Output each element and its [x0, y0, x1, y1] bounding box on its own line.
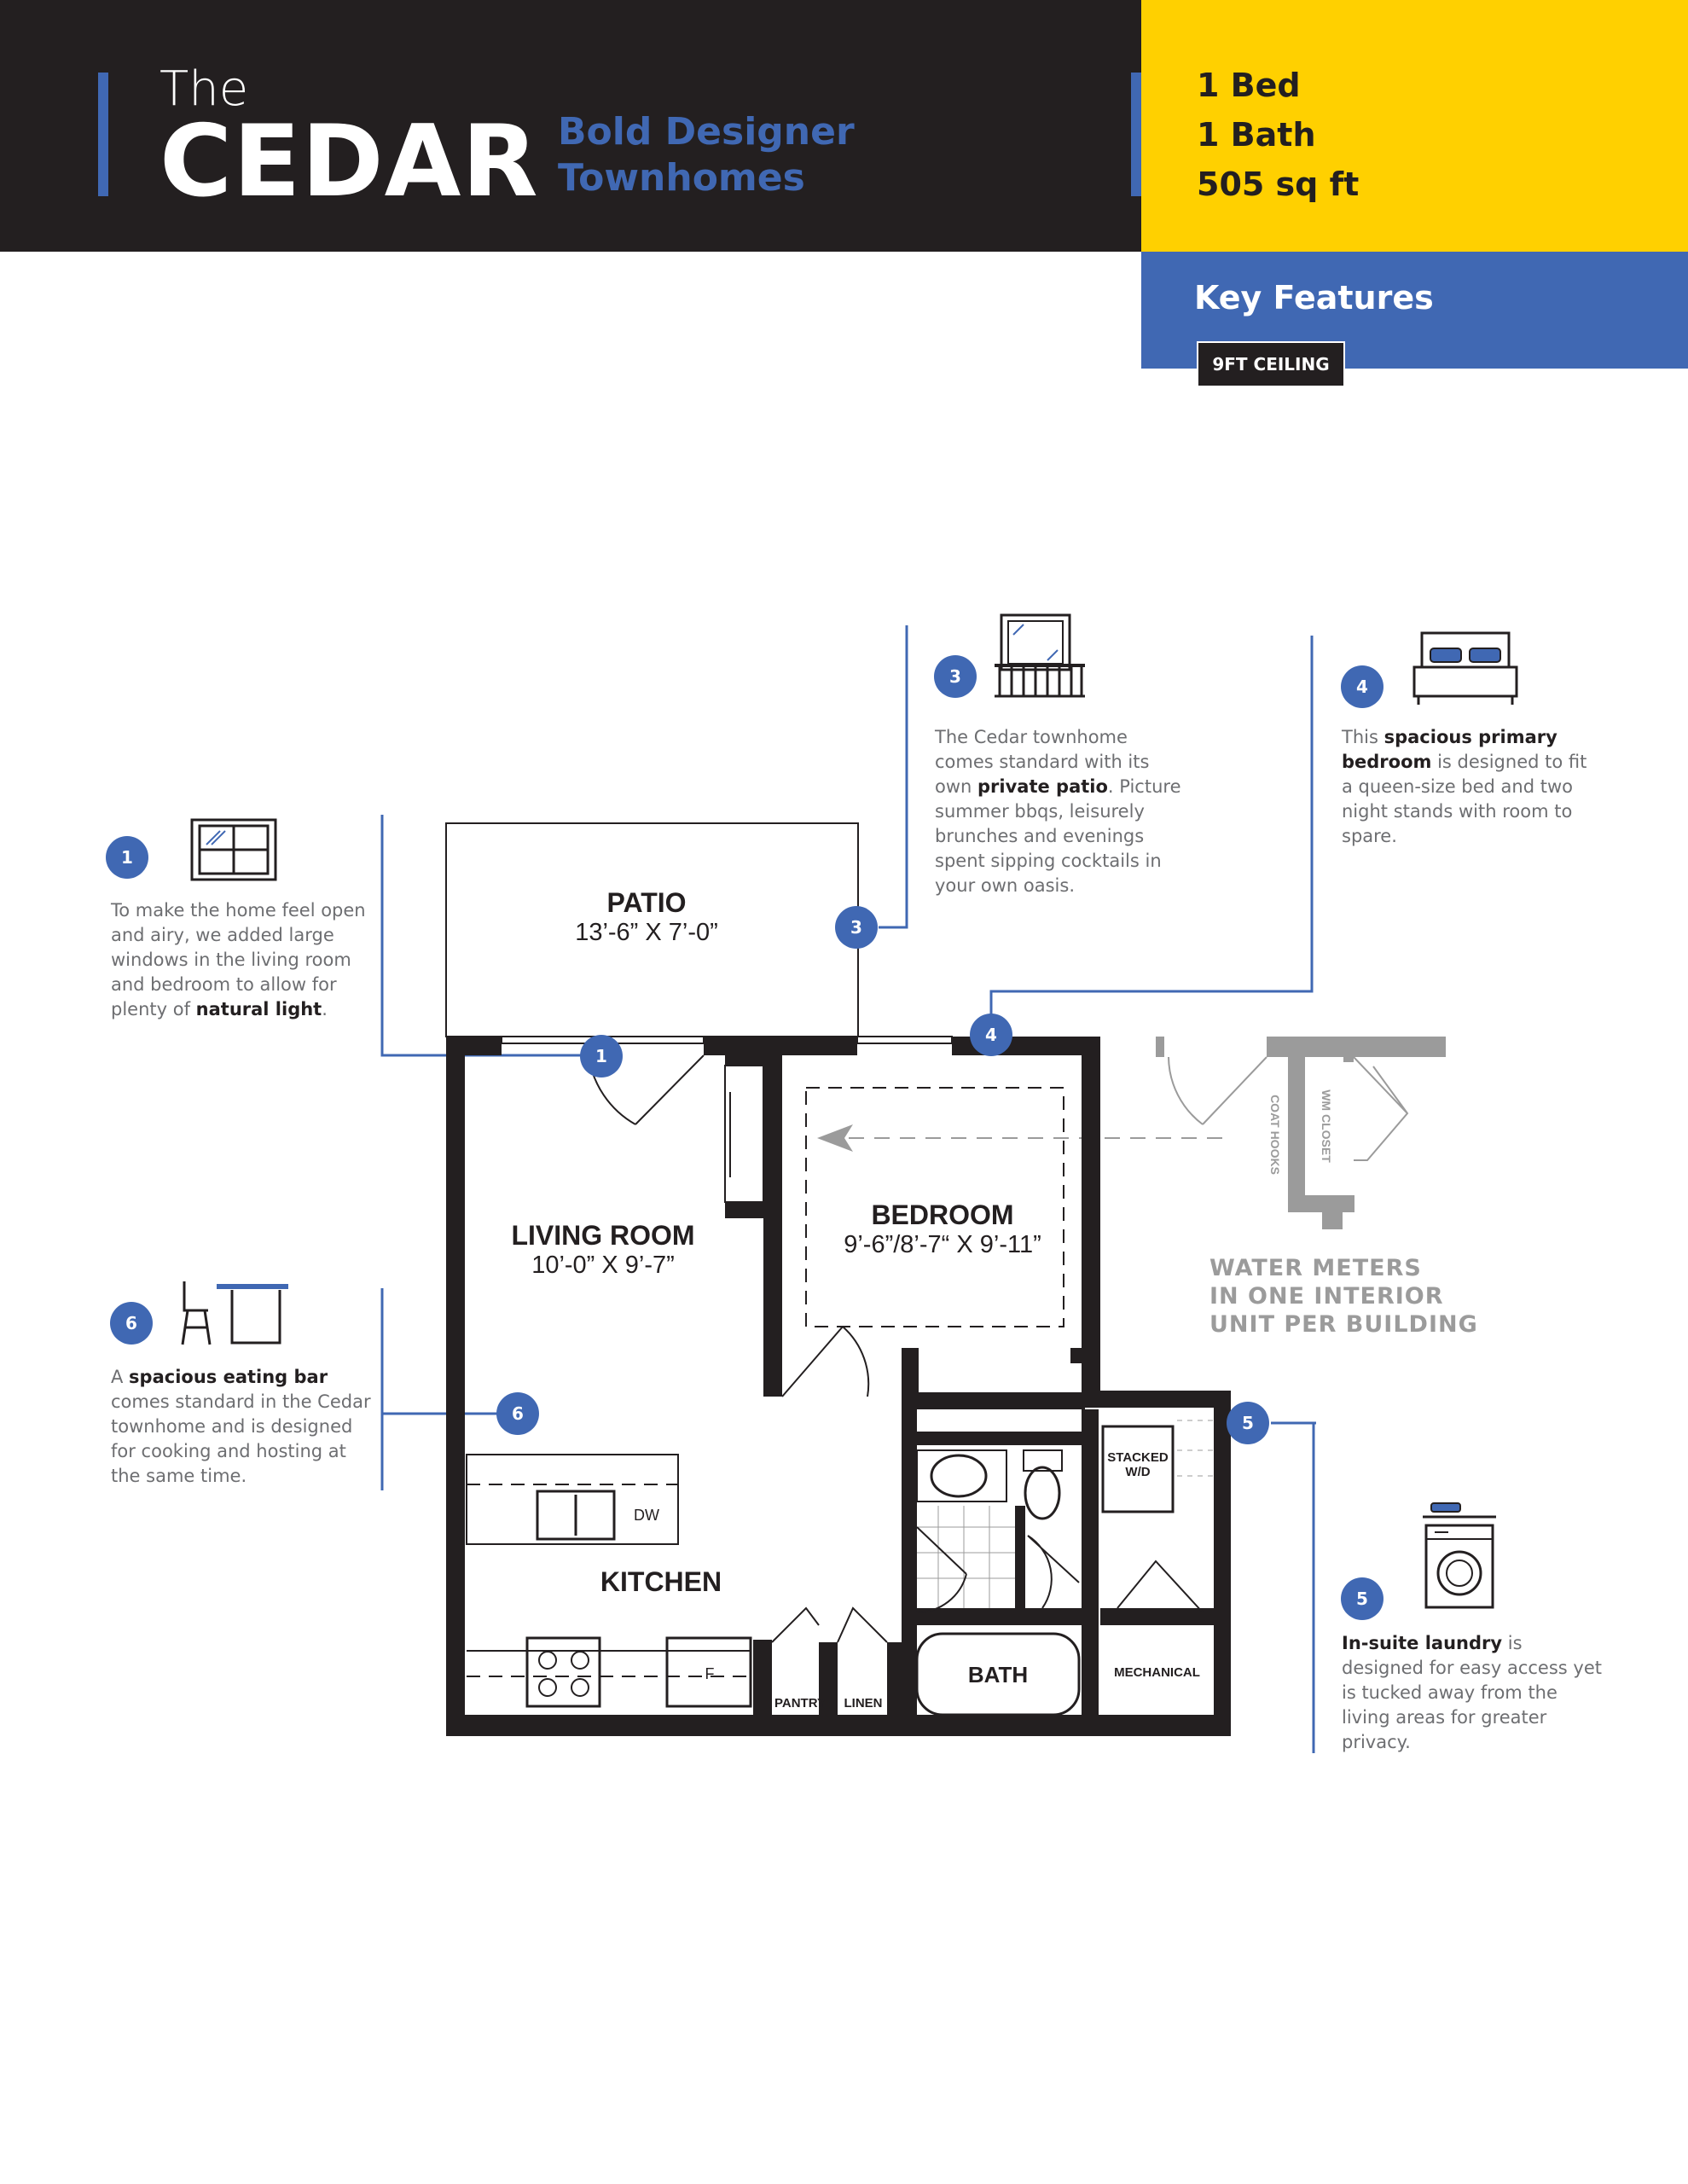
header-accent-bar: [98, 73, 108, 196]
room-bath: BATH: [967, 1662, 1029, 1687]
eating-bar-icon: [179, 1280, 290, 1350]
room-living-dim: 10’-0” X 9’-7”: [531, 1252, 675, 1279]
callout-text-6: A spacious eating bar comes standard in …: [111, 1367, 371, 1486]
balcony-icon: [993, 613, 1087, 703]
linen-label: LINEN: [844, 1696, 883, 1711]
callout-badge-1: 1: [106, 836, 148, 879]
key-features-title: Key Features: [1194, 279, 1434, 317]
room-patio-name: PATIO: [606, 887, 687, 918]
header-dark-panel: [0, 0, 1141, 252]
callout-badge-3: 3: [934, 655, 977, 698]
title-prefix: The: [160, 61, 249, 117]
water-note-line-1: WATER METERS: [1209, 1255, 1422, 1281]
water-note-line-2: IN ONE INTERIOR: [1209, 1283, 1444, 1310]
specs-panel: [1141, 0, 1688, 252]
callout-text-3: The Cedar townhome comes standard with i…: [935, 727, 1181, 896]
stacked-wd-line-2: W/D: [1125, 1465, 1151, 1479]
stacked-wd-label: STACKED W/D: [1103, 1450, 1173, 1479]
water-meters-note: WATER METERS IN ONE INTERIOR UNIT PER BU…: [1209, 1254, 1478, 1339]
tagline-line-2: Townhomes: [558, 156, 805, 200]
plan-marker-1: 1: [580, 1035, 623, 1077]
room-kitchen: KITCHEN: [600, 1566, 722, 1597]
plan-marker-4: 4: [970, 1014, 1012, 1056]
room-living-name: LIVING ROOM: [511, 1220, 695, 1251]
dishwasher-label: DW: [634, 1507, 659, 1524]
coat-hooks-label: COAT HOOKS: [1268, 1095, 1282, 1175]
specs-accent-bar: [1131, 73, 1141, 196]
pantry-label: PANTRY: [774, 1696, 826, 1711]
washer-icon: [1423, 1502, 1496, 1614]
callout-badge-6: 6: [110, 1302, 153, 1345]
room-bedroom: BEDROOM 9’-6”/8’-7“ X 9’-11”: [806, 1199, 1079, 1259]
stacked-wd-line-1: STACKED: [1107, 1450, 1169, 1465]
callout-text-1: To make the home feel open and airy, we …: [111, 900, 366, 1019]
callout-text-5: In-suite laundry is designed for easy ac…: [1342, 1633, 1602, 1752]
plan-marker-3: 3: [835, 906, 878, 949]
tagline: Bold Designer Townhomes: [558, 109, 899, 201]
fridge-label: F: [705, 1665, 715, 1682]
callout-badge-5: 5: [1341, 1577, 1383, 1620]
room-living: LIVING ROOM 10’-0” X 9’-7”: [484, 1220, 722, 1280]
room-bedroom-name: BEDROOM: [871, 1199, 1014, 1230]
room-bedroom-dim: 9’-6”/8’-7“ X 9’-11”: [844, 1231, 1041, 1258]
plan-marker-5: 5: [1227, 1402, 1269, 1444]
page-title: CEDAR: [160, 104, 539, 219]
water-note-line-3: UNIT PER BUILDING: [1209, 1311, 1478, 1338]
window-icon: [189, 817, 278, 886]
spec-area: 505 sq ft: [1197, 166, 1360, 203]
spec-baths: 1 Bath: [1197, 116, 1316, 154]
callout-badge-4: 4: [1341, 665, 1383, 708]
spec-beds: 1 Bed: [1197, 67, 1301, 104]
room-patio: PATIO 13’-6” X 7’-0”: [527, 887, 766, 947]
feature-badge: 9FT CEILING: [1197, 341, 1345, 387]
room-patio-dim: 13’-6” X 7’-0”: [575, 919, 718, 946]
tagline-line-1: Bold Designer: [558, 110, 855, 154]
wm-closet-label: WM CLOSET: [1320, 1089, 1333, 1163]
plan-marker-6: 6: [496, 1392, 539, 1435]
callout-text-4: This spacious primary bedroom is designe…: [1342, 727, 1587, 846]
room-mechanical: MECHANICAL: [1114, 1665, 1200, 1680]
bed-icon: [1412, 630, 1519, 710]
